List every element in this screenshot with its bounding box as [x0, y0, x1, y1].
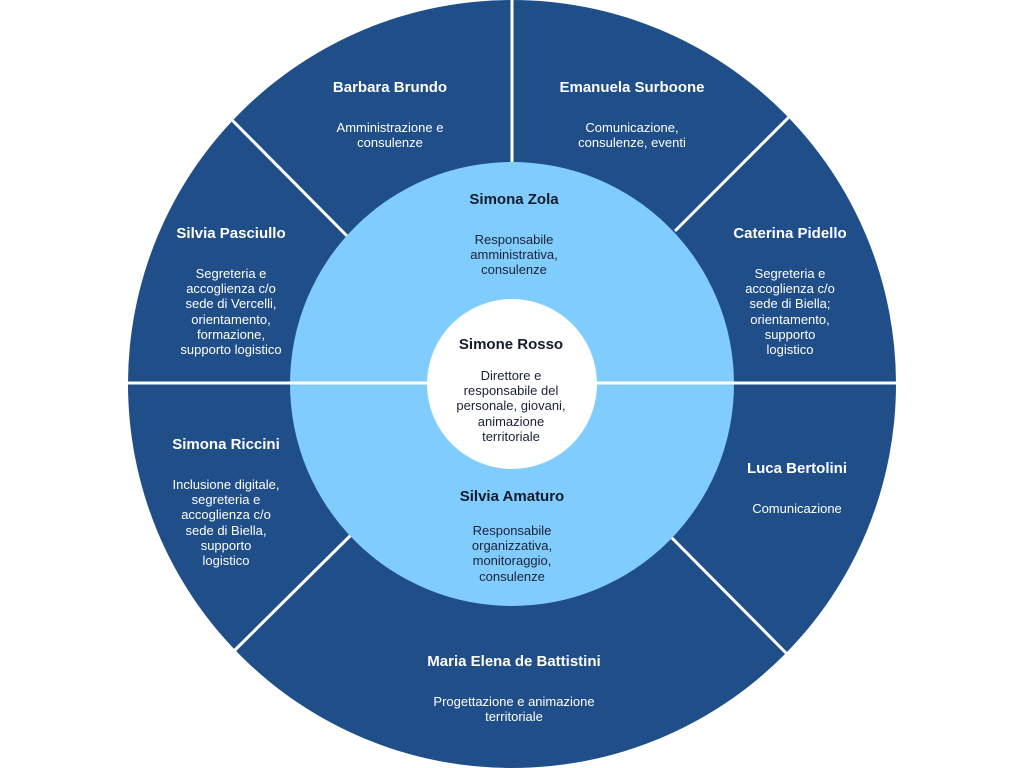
divider-upper-right: [673, 115, 791, 233]
member-role: Progettazione e animazione territoriale: [433, 694, 595, 725]
member-silvia-amaturo: Silvia Amaturo Responsabile organizzativ…: [422, 487, 602, 584]
center-circle: [427, 299, 597, 469]
divider-lower-left: [232, 532, 354, 653]
member-name: Simona Zola: [469, 191, 559, 208]
member-caterina-pidello: Caterina Pidello Segreteria e accoglienz…: [705, 224, 875, 357]
member-emanuela-surboone: Emanuela Surboone Comunicazione, consule…: [532, 78, 732, 150]
member-silvia-pasciullo: Silvia Pasciullo Segreteria e accoglienz…: [146, 224, 316, 357]
member-name: Caterina Pidello: [733, 225, 847, 242]
member-role: Comunicazione, consulenze, eventi: [578, 120, 686, 151]
member-name: Barbara Brundo: [332, 79, 448, 96]
member-simone-rosso: Simone Rosso Direttore e responsabile de…: [421, 335, 601, 444]
member-name: Emanuela Surboone: [559, 79, 705, 96]
member-name: Luca Bertolini: [746, 460, 847, 477]
member-maria-elena-de-battistini: Maria Elena de Battistini Progettazione …: [364, 652, 664, 724]
divider-upper-left: [230, 118, 350, 239]
member-role: Responsabile organizzativa, monitoraggio…: [471, 523, 553, 584]
member-simona-zola: Simona Zola Responsabile amministrativa,…: [424, 190, 604, 278]
member-name: Maria Elena de Battistini: [427, 653, 601, 670]
member-role: Segreteria e accoglienza c/o sede di Bie…: [745, 266, 835, 358]
member-simona-riccini: Simona Riccini Inclusione digitale, segr…: [141, 435, 311, 568]
member-barbara-brundo: Barbara Brundo Amministrazione e consule…: [290, 78, 490, 150]
member-role: Inclusione digitale, segreteria e accogl…: [172, 477, 280, 569]
divider-lower-right: [669, 535, 788, 655]
member-role: Responsabile amministrativa, consulenze: [470, 232, 558, 278]
member-role: Segreteria e accoglienza c/o sede di Ver…: [180, 266, 282, 358]
member-luca-bertolini: Luca Bertolini Comunicazione: [712, 459, 882, 516]
member-name: Simone Rosso: [458, 336, 564, 353]
member-role: Comunicazione: [752, 501, 842, 516]
member-role: Direttore e responsabile del personale, …: [456, 368, 566, 444]
member-name: Simona Riccini: [172, 436, 280, 453]
member-role: Amministrazione e consulenze: [336, 120, 444, 151]
member-name: Silvia Amaturo: [459, 488, 565, 505]
member-name: Silvia Pasciullo: [176, 225, 286, 242]
